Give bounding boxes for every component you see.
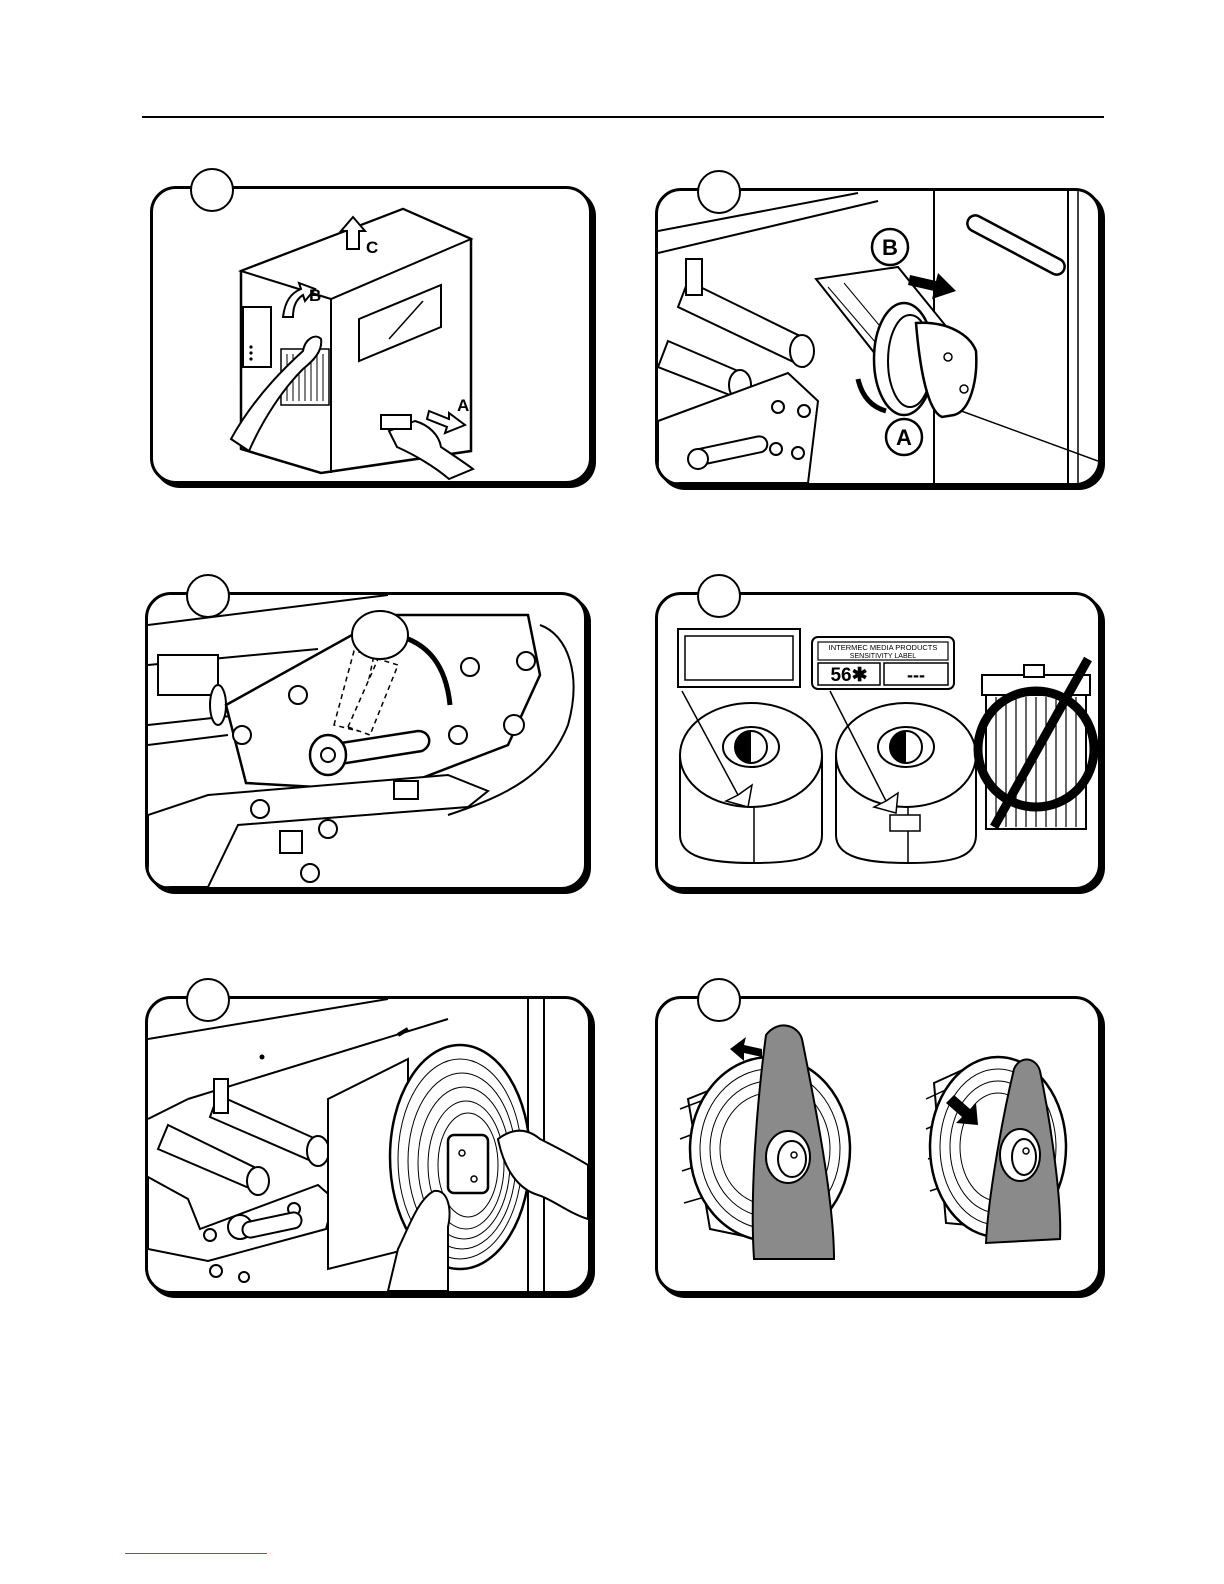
footer-link-underline [125,1553,267,1554]
step-badge-4 [697,574,741,618]
label-a: A [457,396,469,415]
step-badge-3 [186,574,230,618]
label-b: B [309,286,321,305]
step-badge-6 [697,978,741,1022]
sensitivity-blank: --- [907,665,925,685]
step-panel-6 [655,996,1101,1294]
roll-guide-illustration [658,999,1098,1291]
printer-open-illustration: C B A [153,189,589,481]
sensitivity-label: INTERMEC MEDIA PRODUCTS SENSITIVITY LABE… [812,637,954,689]
label-c: C [366,238,378,257]
step-panel-5 [145,996,591,1294]
step-panel-3 [145,592,587,890]
step-badge-5 [186,978,230,1022]
sensitivity-value: 56✱ [830,665,867,686]
lever-illustration [148,595,584,887]
step-panel-2: B A [655,188,1101,486]
label-b: B [882,235,898,260]
spindle-illustration: B A [658,191,1098,483]
load-roll-illustration [148,999,588,1291]
step-panel-4: INTERMEC MEDIA PRODUCTS SENSITIVITY LABE… [655,592,1101,890]
sensitivity-sub: SENSITIVITY LABEL [850,653,917,660]
step-badge-2 [697,170,741,214]
media-types-illustration: INTERMEC MEDIA PRODUCTS SENSITIVITY LABE… [658,595,1098,887]
sensitivity-header: INTERMEC MEDIA PRODUCTS [829,643,938,652]
step-panel-1: C B A [150,186,592,484]
label-a: A [896,425,912,450]
step-badge-1 [190,168,234,212]
header-rule [142,116,1104,118]
